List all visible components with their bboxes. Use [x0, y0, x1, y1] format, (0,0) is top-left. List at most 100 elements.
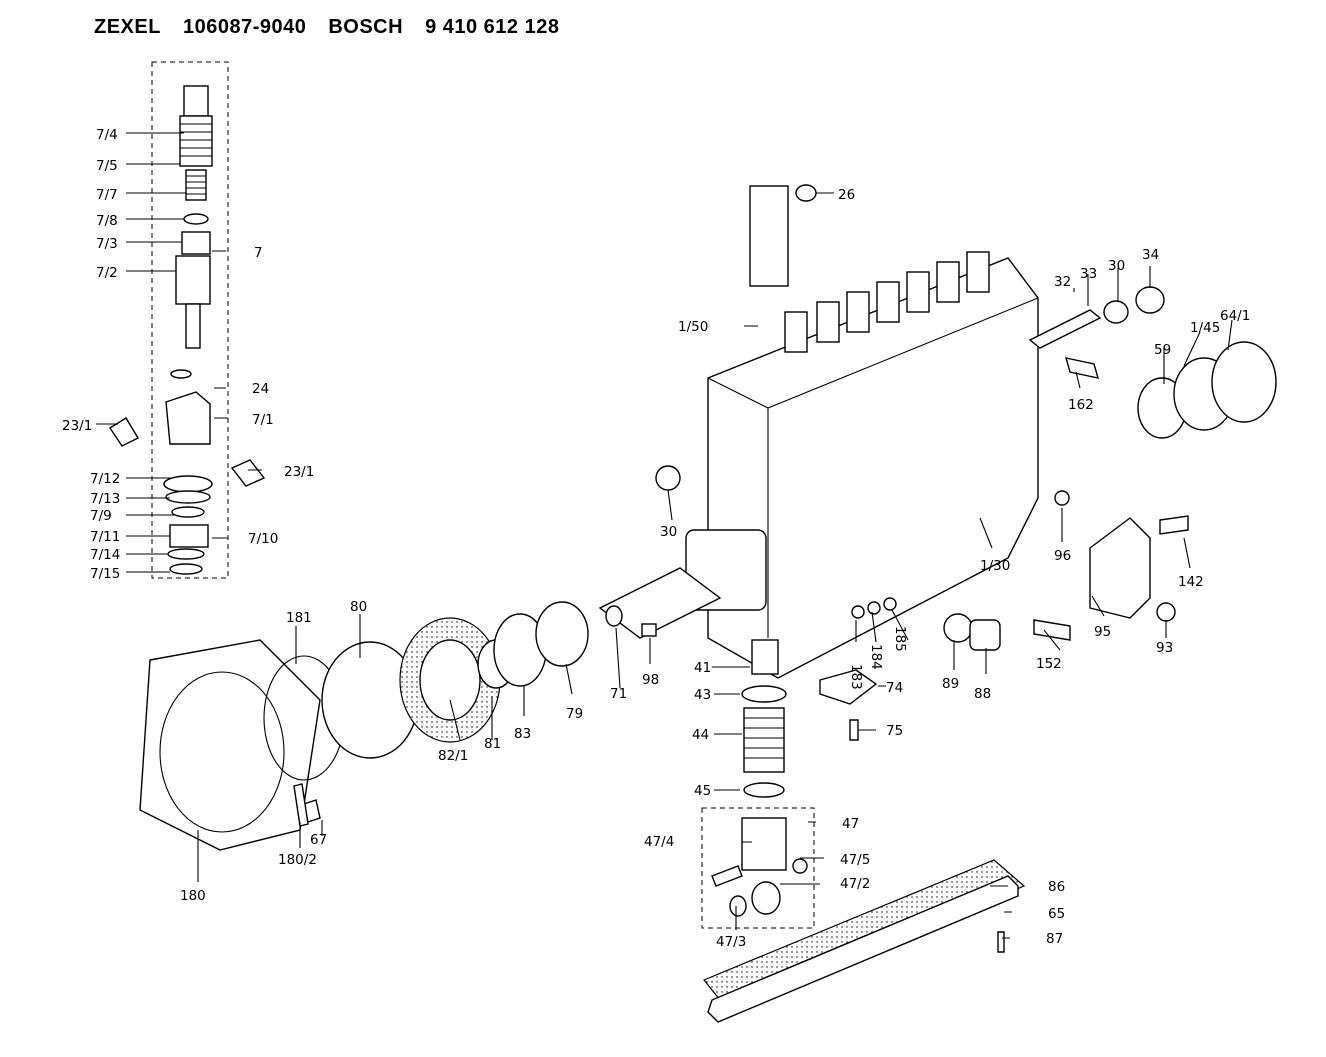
callout-7-1: 7/1 [252, 412, 274, 428]
callout-7-15: 7/15 [90, 566, 120, 582]
callout-47: 47 [842, 816, 859, 832]
callout-44: 44 [692, 727, 709, 743]
callout-67: 67 [310, 832, 327, 848]
callout-89: 89 [942, 676, 959, 692]
callout-24: 24 [252, 381, 269, 397]
callout-7-14: 7/14 [90, 547, 120, 563]
part-75-screw [849, 719, 859, 741]
governor-side-parts [139, 601, 657, 851]
part-142-bolt [1159, 515, 1189, 535]
callout-7-3: 7/3 [96, 236, 118, 252]
part-65-cover [707, 875, 1019, 1023]
housing-body [707, 257, 1039, 679]
part-47-2-roller [751, 881, 781, 915]
part-79-bearing [535, 601, 589, 667]
callout-7-9: 7/9 [90, 508, 112, 524]
part-7-9-ring [171, 506, 205, 518]
callout-88: 88 [974, 686, 991, 702]
part-152-bolt [1033, 619, 1071, 641]
part-23-1-clamp-a [109, 417, 139, 447]
part-7-1-sleeve [165, 391, 211, 445]
callout-47-2: 47/2 [840, 876, 870, 892]
delivery-valve-holders [784, 251, 990, 353]
callout-79: 79 [566, 706, 583, 722]
maker-part-number: 106087-9040 [182, 16, 307, 38]
part-30-washer [1103, 300, 1129, 324]
delivery-valve-assembly [109, 61, 266, 579]
callout-75: 75 [886, 723, 903, 739]
callout-180: 180 [180, 888, 206, 904]
callout-47-3: 47/3 [716, 934, 746, 950]
callout-86: 86 [1048, 879, 1065, 895]
part-7-10-retainer [169, 524, 209, 548]
maker-name: ZEXEL [94, 16, 161, 38]
part-7-3-valve [181, 231, 211, 255]
part-32-rod [1028, 309, 1102, 349]
callout-181: 181 [286, 610, 312, 626]
part-45-seat [743, 782, 785, 798]
part-7-8-washer [183, 213, 209, 225]
callout-7-4: 7/4 [96, 127, 118, 143]
oem-part-number: 9 410 612 128 [425, 16, 560, 38]
callout-65: 65 [1048, 906, 1065, 922]
part-7-13-ring [165, 490, 211, 504]
part-74-bracket [819, 669, 878, 705]
part-30-clip [655, 465, 681, 491]
callout-30-b: 30 [660, 524, 677, 540]
callout-64-1: 64/1 [1220, 308, 1250, 324]
callout-45: 45 [694, 783, 711, 799]
callout-23-1-a: 23/1 [62, 418, 92, 434]
callout-1-45: 1/45 [1190, 320, 1220, 336]
part-47-3-bush [729, 895, 747, 917]
part-88-plug [969, 619, 1001, 651]
callout-7-10: 7/10 [248, 531, 278, 547]
part-7-14-ring [167, 548, 205, 560]
part-23-1-clamp-b [230, 459, 266, 487]
part-87-screw [997, 931, 1005, 953]
callout-labels: 7/4 7/5 7/7 7/8 7/3 7/2 7 24 23/1 7/1 23… [62, 127, 1250, 950]
bottom-cover-group [703, 859, 1026, 1023]
callout-43: 43 [694, 687, 711, 703]
callout-96: 96 [1054, 548, 1071, 564]
part-98-key [641, 623, 657, 637]
drawing-header: ZEXEL 106087-9040 BOSCH 9 410 612 128 [94, 16, 581, 39]
callout-81: 81 [484, 736, 501, 752]
callout-7-13: 7/13 [90, 491, 120, 507]
part-47-4-pin [711, 865, 743, 887]
part-71-key [605, 605, 623, 627]
callout-7: 7 [254, 245, 263, 261]
callout-47-4: 47/4 [644, 834, 674, 850]
part-184-washer [867, 601, 881, 615]
part-183-washer [851, 605, 865, 619]
leader-lines [96, 132, 1233, 939]
part-7-2-barrel [175, 255, 211, 305]
tappet-group [701, 639, 878, 929]
callout-30-a: 30 [1108, 258, 1125, 274]
assembly-47-boundary [701, 807, 815, 929]
pump-housing [598, 184, 1039, 679]
callout-74: 74 [886, 680, 903, 696]
part-162-bolt [1065, 357, 1099, 379]
callout-23-1-b: 23/1 [284, 464, 314, 480]
camshaft-end [598, 567, 722, 639]
callout-7-12: 7/12 [90, 471, 120, 487]
callout-7-2: 7/2 [96, 265, 118, 281]
callout-1-30: 1/30 [980, 558, 1010, 574]
assembly-7-boundary [151, 61, 229, 579]
callout-82-1: 82/1 [438, 748, 468, 764]
part-185-plug [883, 597, 897, 611]
part-7-15-ring [169, 563, 203, 575]
callout-47-5: 47/5 [840, 852, 870, 868]
oem-name: BOSCH [328, 16, 404, 38]
part-41-guide [751, 639, 779, 675]
callout-142: 142 [1178, 574, 1204, 590]
callout-185: 185 [892, 626, 908, 652]
part-93-nut [1156, 602, 1176, 622]
part-43-seat [741, 685, 787, 703]
part-47-tappet-body [741, 817, 787, 871]
callout-1-50: 1/50 [678, 319, 708, 335]
callout-34: 34 [1142, 247, 1159, 263]
callout-7-7: 7/7 [96, 187, 118, 203]
callout-95: 95 [1094, 624, 1111, 640]
part-89-seal [943, 613, 973, 643]
